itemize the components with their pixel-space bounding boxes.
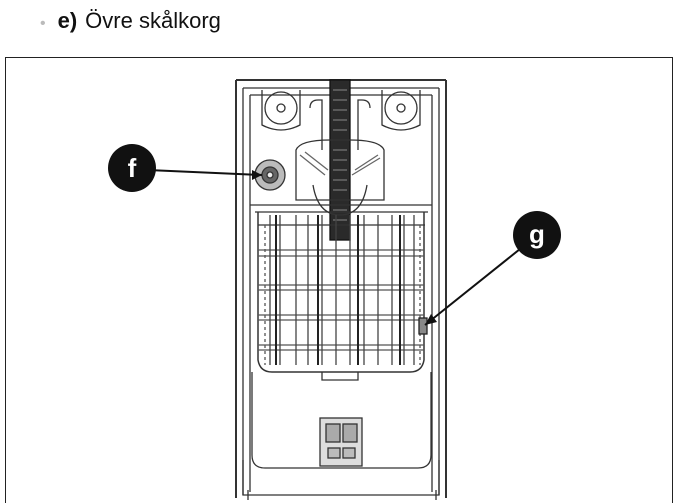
basket-left-edge (257, 212, 425, 373)
callout-g-circle (513, 211, 561, 259)
top-right-holder (384, 91, 418, 125)
callout-f-circle (108, 144, 156, 192)
figure-frame (5, 57, 673, 503)
section-title: Övre skålkorg (85, 8, 221, 33)
lower-tub-bottom (251, 372, 432, 469)
upper-basket-frame (250, 204, 432, 226)
rail-adjuster (418, 317, 428, 335)
callout-g-leader (424, 244, 526, 326)
section-heading: • e) Övre skålkorg (40, 8, 221, 34)
callout-f-label: f (128, 153, 137, 183)
section-letter: e) (57, 8, 78, 33)
callout-g-label: g (529, 219, 545, 249)
callout-f-leader (147, 169, 263, 176)
tub-inner-left (242, 88, 251, 495)
spray-housing (295, 139, 385, 201)
basket-handle (321, 372, 359, 381)
tub-inner-right (431, 88, 440, 495)
top-left-holder (264, 91, 298, 125)
bullet-icon: • (40, 15, 46, 32)
